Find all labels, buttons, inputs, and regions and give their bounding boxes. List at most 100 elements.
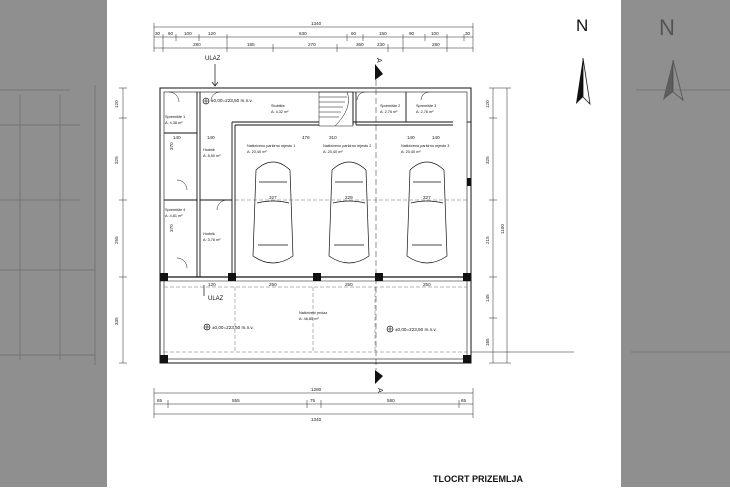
interior-walls bbox=[164, 92, 471, 277]
dim-top-5: 630 bbox=[299, 31, 307, 36]
entrance-top-label: ULAZ bbox=[205, 56, 221, 62]
dim-bottom-2: 555 bbox=[232, 398, 240, 403]
elevation-label-1: ±0,00=223,50 m.n.v. bbox=[211, 98, 253, 103]
dim-right-4: 145 bbox=[485, 294, 490, 302]
room-name-parking-2: Natkriveno parkirno mjesto 2 bbox=[323, 144, 371, 148]
right-dimension-lines bbox=[471, 87, 574, 364]
drawing-sheet: 1340 30 60 100 120 630 60 150 90 100 30 … bbox=[107, 0, 621, 487]
elevation-marker-icon bbox=[386, 325, 394, 333]
entrance-bottom-label: ULAZ bbox=[208, 296, 224, 302]
room-area-hallway-1: A: 8,50 m² bbox=[203, 154, 221, 158]
left-background-ghost bbox=[0, 0, 107, 487]
dim-top-10: 30 bbox=[465, 31, 471, 36]
dim-right-1: 120 bbox=[485, 100, 490, 108]
dim-left-1: 120 bbox=[114, 100, 119, 108]
car-2-icon bbox=[328, 161, 370, 264]
passage-grid bbox=[164, 199, 467, 353]
dim-bottom-5: 65 bbox=[461, 398, 467, 403]
room-name-parking-1: Natkriveno parkirno mjesto 1 bbox=[247, 144, 295, 148]
right-background-ghost: N bbox=[621, 0, 730, 487]
dim-top-total: 1340 bbox=[311, 21, 322, 26]
dim-inner-4: 370 bbox=[169, 224, 174, 232]
spot-height-1: 327 bbox=[269, 195, 277, 200]
section-marker-bottom-label: A bbox=[376, 388, 383, 393]
exterior-walls bbox=[159, 87, 472, 364]
elevation-marker-icon bbox=[203, 323, 211, 331]
dim-top-row2-2: 185 bbox=[247, 42, 255, 47]
room-area-storage-1: A: 4,38 m² bbox=[165, 121, 183, 125]
room-name-hallway-2: Hodnik bbox=[203, 232, 215, 236]
dim-inner-9: 476 bbox=[302, 135, 310, 140]
dim-left-2: 325 bbox=[114, 156, 119, 164]
sheet-title: TLOCRT PRIZEMLJA bbox=[433, 474, 523, 484]
staircase bbox=[318, 91, 354, 127]
dim-top-row2-4: 360 bbox=[356, 42, 364, 47]
elevation-label-2: ±0,00=223,50 m.n.v. bbox=[212, 325, 254, 330]
left-dimension-lines bbox=[119, 87, 127, 364]
dim-bottom-inner-total: 1280 bbox=[311, 387, 322, 392]
dim-inner-3: 370 bbox=[169, 142, 174, 150]
dim-top-row2-5: 230 bbox=[377, 42, 385, 47]
dim-top-row2-1: 280 bbox=[193, 42, 201, 47]
dim-left-4: 335 bbox=[114, 317, 119, 325]
room-name-storage-3: Spremište 3 bbox=[416, 104, 436, 108]
room-area-storage-3: A: 2,76 m² bbox=[416, 110, 434, 114]
bottom-dimension-lines bbox=[153, 388, 474, 418]
north-label: N bbox=[576, 16, 588, 35]
room-name-parking-3: Natkriveno parkirno mjesto 3 bbox=[401, 144, 449, 148]
dim-top-row2-6: 280 bbox=[432, 42, 440, 47]
dim-inner-8: 250 bbox=[423, 282, 431, 287]
dim-bottom-total: 1340 bbox=[311, 417, 322, 422]
columns bbox=[160, 178, 471, 363]
room-area-parking-3: A: 20,40 m² bbox=[401, 150, 421, 154]
room-area-stairs: A: 4,32 m² bbox=[271, 110, 289, 114]
dim-top-1: 30 bbox=[155, 31, 161, 36]
dim-bottom-4: 580 bbox=[387, 398, 395, 403]
room-name-storage-2: Spremište 2 bbox=[380, 104, 400, 108]
dim-left-3: 255 bbox=[114, 236, 119, 244]
dim-inner-2: 140 bbox=[207, 135, 215, 140]
room-area-parking-2: A: 20,40 m² bbox=[323, 150, 343, 154]
dim-bottom-1: 65 bbox=[157, 398, 163, 403]
dim-right-total: 1100 bbox=[500, 224, 505, 234]
dim-right-5: 165 bbox=[485, 338, 490, 346]
dim-inner-6: 250 bbox=[269, 282, 277, 287]
dim-bottom-3: 75 bbox=[310, 398, 316, 403]
dim-inner-10: 310 bbox=[329, 135, 337, 140]
doors bbox=[168, 91, 430, 269]
car-3-icon bbox=[406, 161, 448, 264]
dim-top-8: 90 bbox=[409, 31, 415, 36]
room-area-parking-1: A: 20,40 m² bbox=[247, 150, 267, 154]
dim-top-6: 60 bbox=[351, 31, 357, 36]
section-marker-bottom: A bbox=[375, 370, 383, 393]
floor-plan-drawing: 1340 30 60 100 120 630 60 150 90 100 30 … bbox=[114, 16, 591, 484]
dim-top-7: 150 bbox=[379, 31, 387, 36]
dim-inner-12: 140 bbox=[432, 135, 440, 140]
dim-right-2: 325 bbox=[485, 156, 490, 164]
elevation-marker-icon bbox=[202, 97, 210, 105]
dim-inner-1: 140 bbox=[173, 135, 181, 140]
dim-top-3: 100 bbox=[184, 31, 192, 36]
dim-top-9: 100 bbox=[431, 31, 439, 36]
dim-inner-5: 120 bbox=[208, 282, 216, 287]
room-name-passage: Natkriveni prolaz bbox=[299, 311, 327, 315]
svg-text:N: N bbox=[659, 15, 675, 40]
dim-right-3: 215 bbox=[485, 236, 490, 244]
elevation-label-3: ±0,00=223,50 m.n.v. bbox=[395, 327, 437, 332]
dim-top-2: 60 bbox=[168, 31, 174, 36]
spot-height-3: 327 bbox=[423, 195, 431, 200]
car-1-icon bbox=[252, 161, 294, 264]
room-area-hallway-2: A: 3,76 m² bbox=[203, 238, 221, 242]
room-name-hallway-1: Hodnik bbox=[203, 148, 215, 152]
room-name-stairs: Stubište bbox=[271, 104, 285, 108]
dim-inner-11: 140 bbox=[407, 135, 415, 140]
room-area-storage-4: A: 4,81 m² bbox=[165, 214, 183, 218]
section-marker-top: A bbox=[375, 58, 383, 80]
room-area-passage: A: 46,85 m² bbox=[299, 317, 319, 321]
section-marker-top-label: A bbox=[375, 58, 382, 63]
entrance-top-arrow-icon bbox=[211, 64, 219, 87]
spot-height-2: 229 bbox=[345, 195, 353, 200]
north-arrow-icon bbox=[576, 57, 591, 106]
room-area-storage-2: A: 2,76 m² bbox=[380, 110, 398, 114]
